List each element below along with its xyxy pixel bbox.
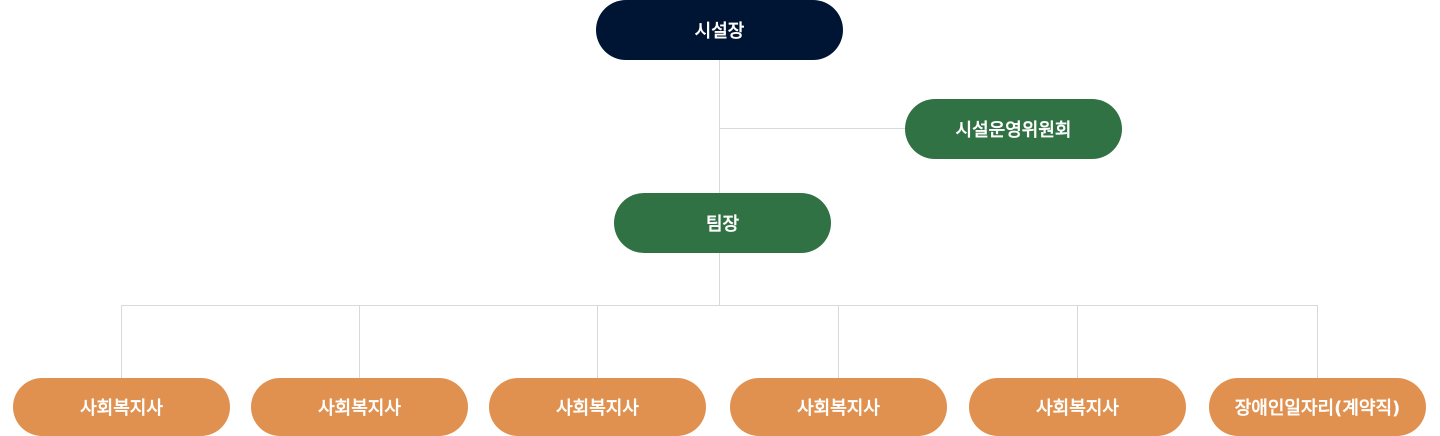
connector-staff-4 [838,305,839,379]
staff-node-social-worker-2: 사회복지사 [251,378,468,436]
staff-node-social-worker-1: 사회복지사 [13,378,230,436]
staff-node-social-worker-5: 사회복지사 [969,378,1186,436]
director-node: 시설장 [596,0,843,60]
connector-staff-3 [597,305,598,379]
connector-team-down [719,252,720,306]
connector-staff-bus [121,305,1318,306]
team-leader-node: 팀장 [614,193,831,253]
connector-staff-2 [359,305,360,379]
staff-node-social-worker-3: 사회복지사 [489,378,706,436]
staff-node-social-worker-4: 사회복지사 [730,378,947,436]
connector-director-to-team [719,60,720,194]
committee-node: 시설운영위원회 [905,99,1122,159]
connector-to-committee [719,128,906,129]
connector-staff-1 [121,305,122,379]
connector-staff-5 [1077,305,1078,379]
staff-node-disability-job: 장애인일자리(계약직) [1209,378,1426,436]
connector-staff-6 [1317,305,1318,379]
